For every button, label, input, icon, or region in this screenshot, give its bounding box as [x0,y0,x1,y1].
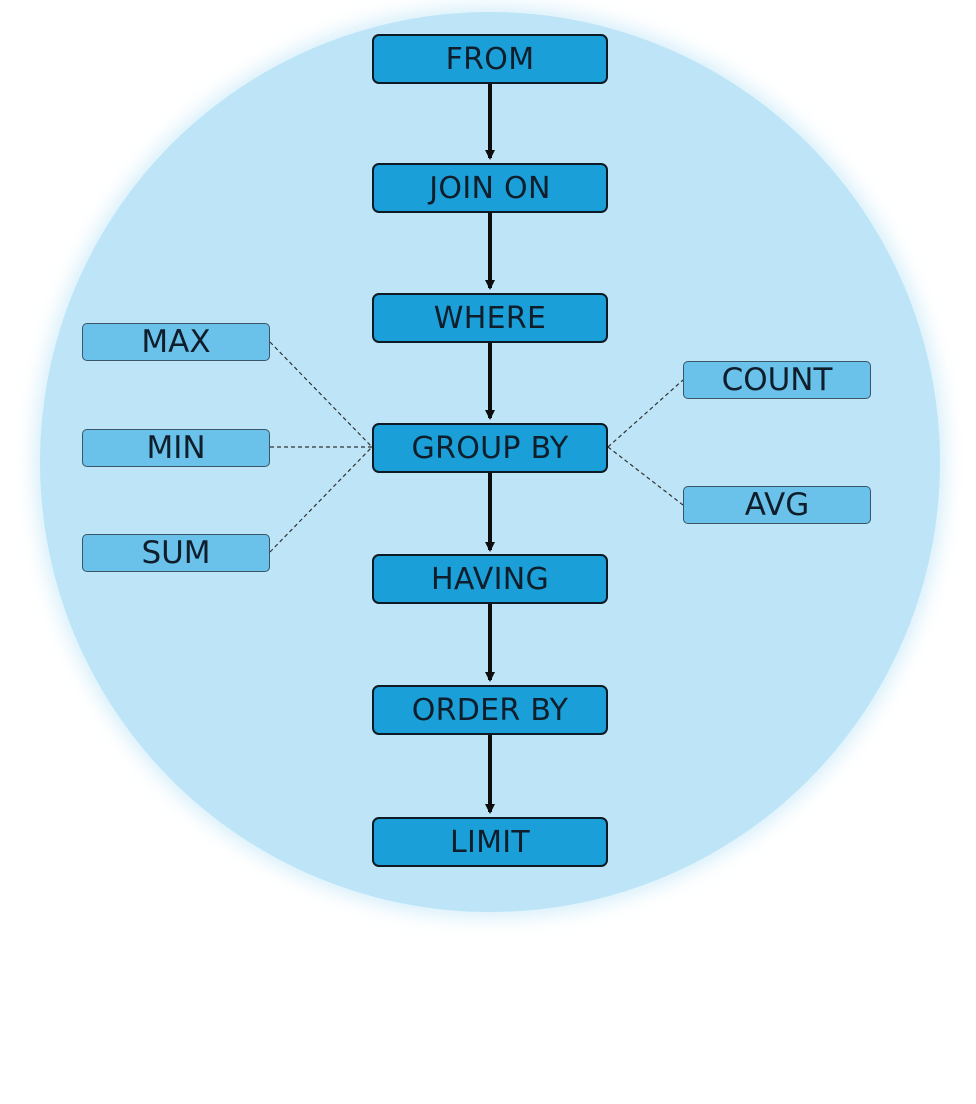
aggregate-max: MAX [82,323,270,361]
step-having: HAVING [372,554,608,604]
dash-max [269,341,373,448]
aggregate-count: COUNT [683,361,871,399]
aggregate-sum: SUM [82,534,270,572]
step-where: WHERE [372,293,608,343]
step-from: FROM [372,34,608,84]
step-order-by: ORDER BY [372,685,608,735]
aggregate-min: MIN [82,429,270,467]
step-group-by: GROUP BY [372,423,608,473]
dash-sum [269,446,373,553]
dash-avg [607,446,684,506]
step-join-on: JOIN ON [372,163,608,213]
aggregate-avg: AVG [683,486,871,524]
dash-count [607,379,684,448]
step-limit: LIMIT [372,817,608,867]
